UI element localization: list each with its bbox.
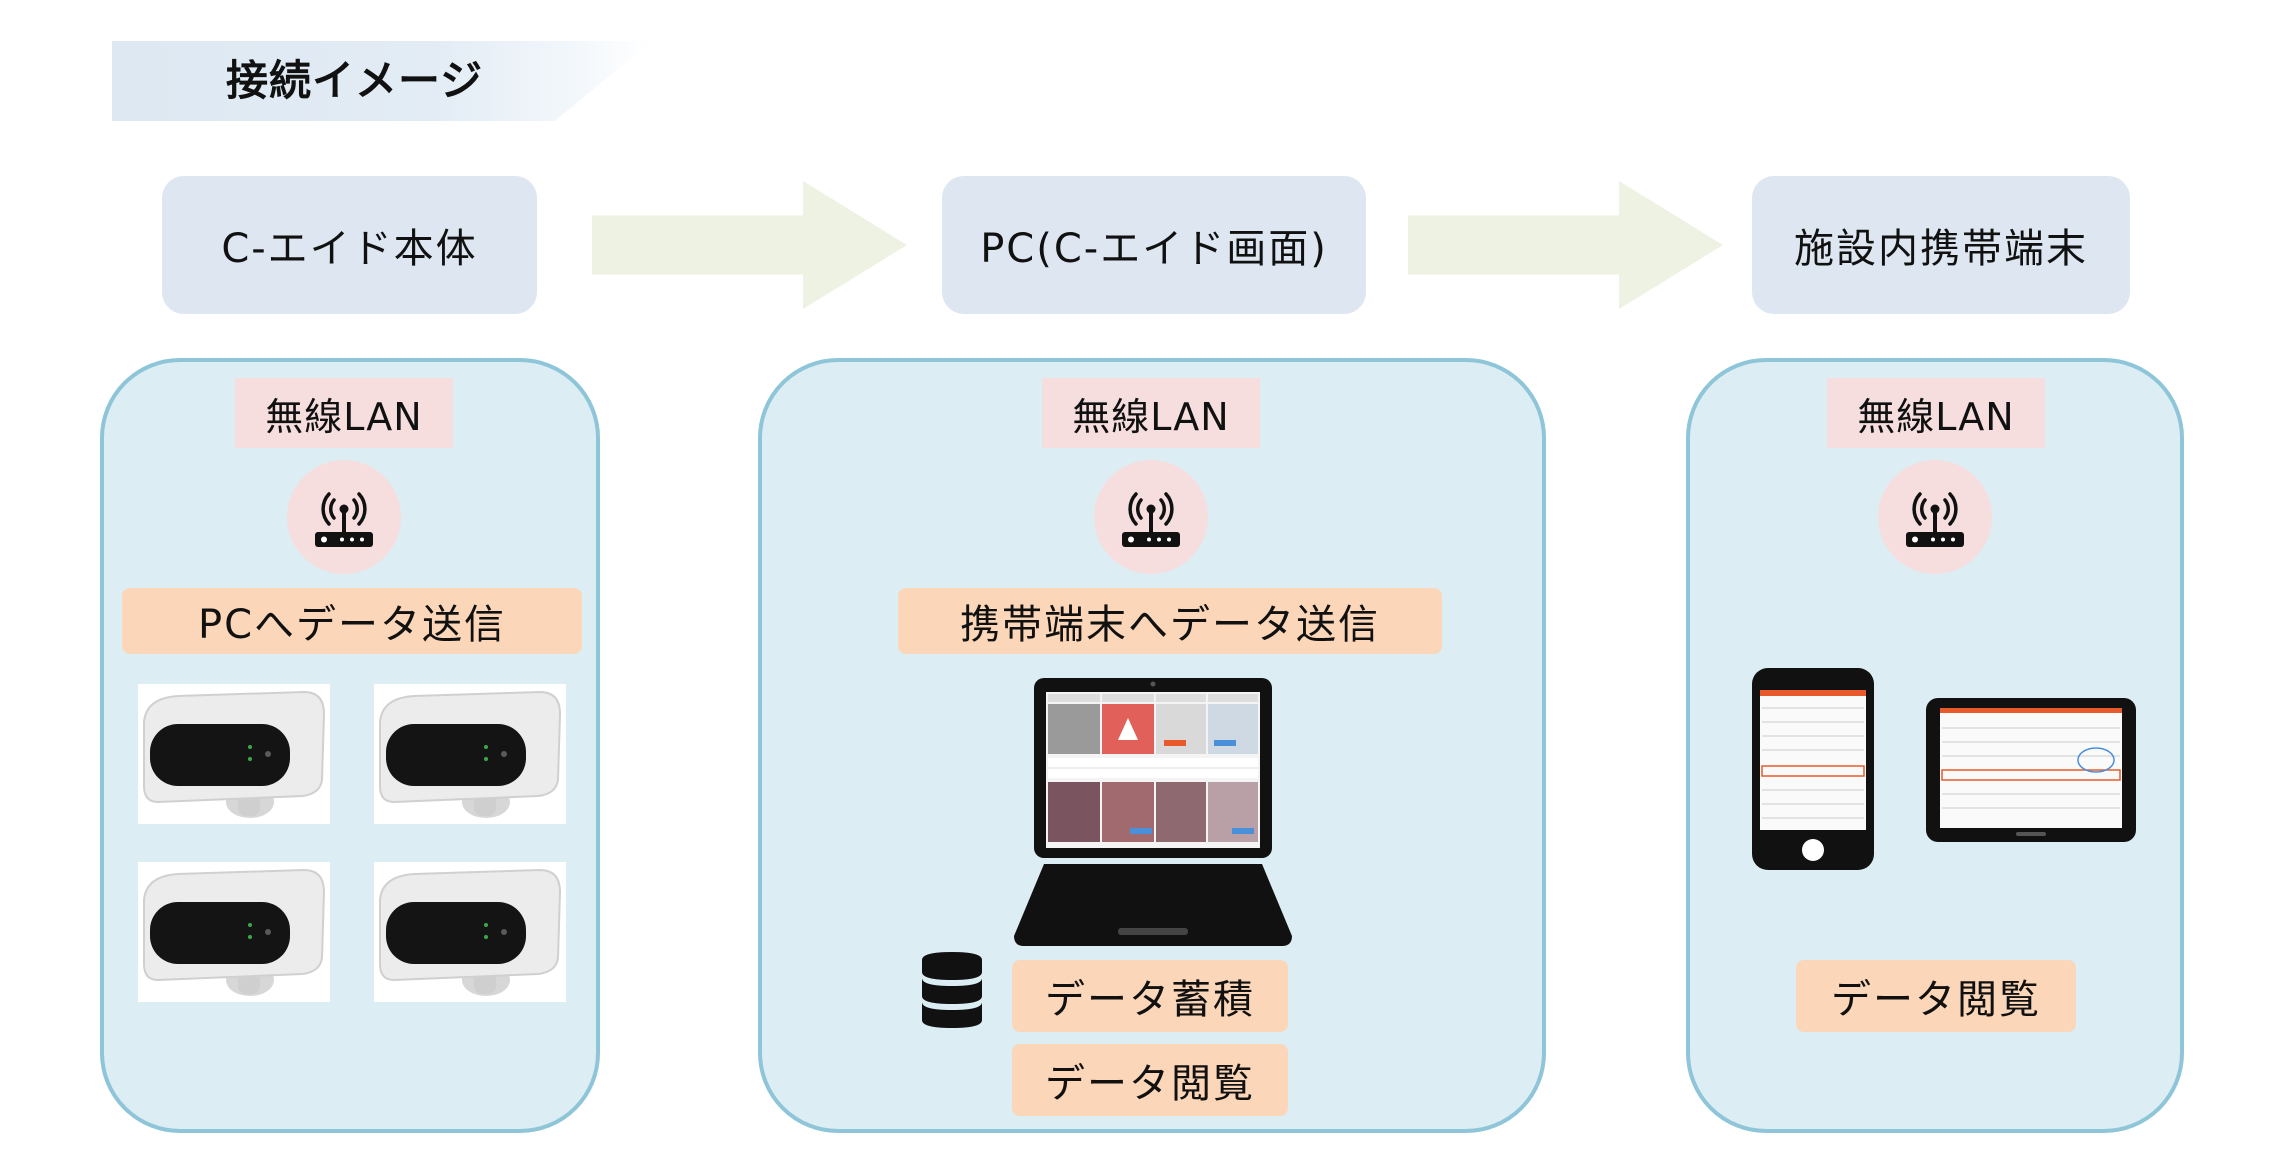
camera-device-icon — [138, 684, 330, 824]
flow-step-pc: PC(C-エイド画面) — [942, 176, 1366, 314]
view-tag: データ閲覧 — [1796, 960, 2076, 1032]
wifi-router-icon — [1122, 492, 1180, 547]
flow-step-device: C-エイド本体 — [162, 176, 537, 314]
laptop-icon — [1014, 678, 1292, 954]
router-circle — [1878, 460, 1992, 574]
router-circle — [287, 460, 401, 574]
network-tag: 無線LAN — [1042, 378, 1260, 448]
action-tag: PCへデータ送信 — [122, 588, 582, 654]
page-title: 接続イメージ — [226, 56, 484, 105]
network-tag: 無線LAN — [1827, 378, 2045, 448]
network-tag: 無線LAN — [235, 378, 453, 448]
router-circle — [1094, 460, 1208, 574]
wifi-router-icon — [1906, 492, 1964, 547]
tablet-icon — [1926, 698, 2136, 842]
camera-device-icon — [374, 684, 566, 824]
wifi-router-icon — [315, 492, 373, 547]
view-tag: データ閲覧 — [1012, 1044, 1288, 1116]
store-tag: データ蓄積 — [1012, 960, 1288, 1032]
title-band — [112, 41, 652, 121]
camera-device-icon — [374, 862, 566, 1002]
camera-device-icon — [138, 862, 330, 1002]
flow-arrow-1 — [592, 181, 907, 309]
action-tag: 携帯端末へデータ送信 — [898, 588, 1442, 654]
smartphone-icon — [1752, 668, 1874, 870]
flow-arrow-2 — [1408, 181, 1723, 309]
database-icon — [920, 950, 984, 1030]
flow-step-mobile: 施設内携帯端末 — [1752, 176, 2130, 314]
